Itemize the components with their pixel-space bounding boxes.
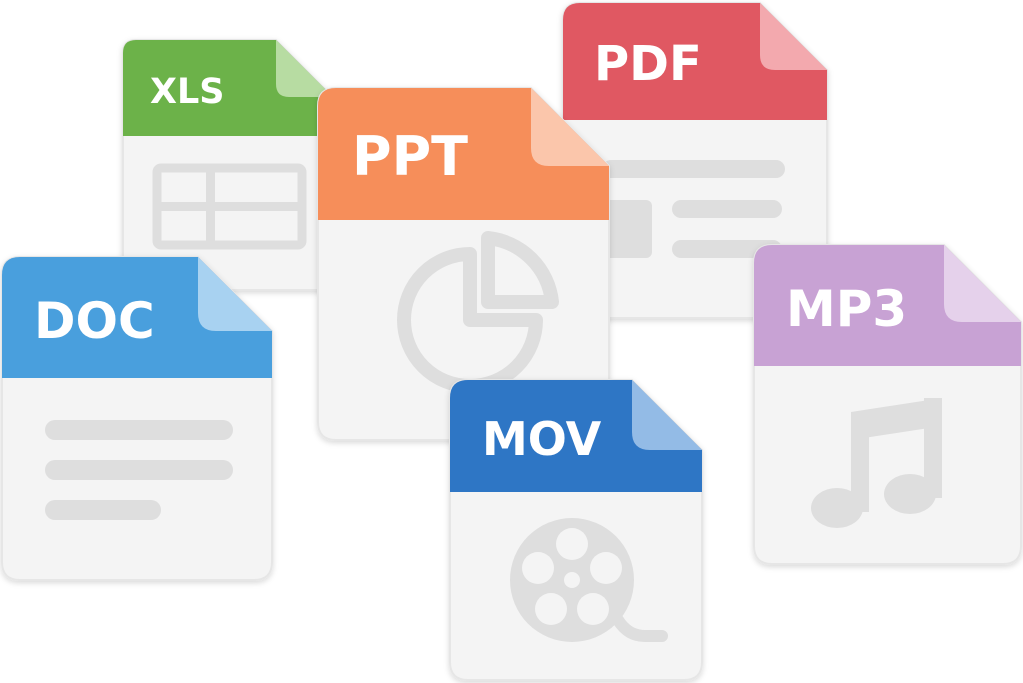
mov-file-label: MOV xyxy=(482,412,602,466)
mp3-file-icon: MP3 xyxy=(753,244,1022,565)
film-reel-icon xyxy=(510,518,668,642)
mov-file-icon: MOV xyxy=(449,379,703,681)
table-icon xyxy=(152,163,307,250)
document-layout-icon xyxy=(602,160,785,258)
ppt-file-icon: PPT xyxy=(317,87,610,441)
pdf-file-icon: PDF xyxy=(562,2,828,319)
pdf-file-label: PDF xyxy=(594,36,702,92)
xls-file-label: XLS xyxy=(150,72,225,112)
pie-chart-icon xyxy=(397,231,559,393)
doc-file-icon: DOC xyxy=(1,256,273,581)
ppt-file-fold xyxy=(531,88,609,166)
xls-file-icon: XLS xyxy=(122,39,334,291)
ppt-file-label: PPT xyxy=(352,125,468,188)
mp3-file-label: MP3 xyxy=(786,280,907,338)
text-lines-icon xyxy=(45,420,233,520)
mov-file-fold xyxy=(632,380,702,450)
doc-file-label: DOC xyxy=(34,292,155,350)
music-note-icon xyxy=(811,398,942,528)
doc-file-fold xyxy=(198,257,272,331)
xls-file-fold xyxy=(276,40,333,97)
pdf-file-fold xyxy=(760,3,827,70)
mp3-file-fold xyxy=(944,245,1021,322)
